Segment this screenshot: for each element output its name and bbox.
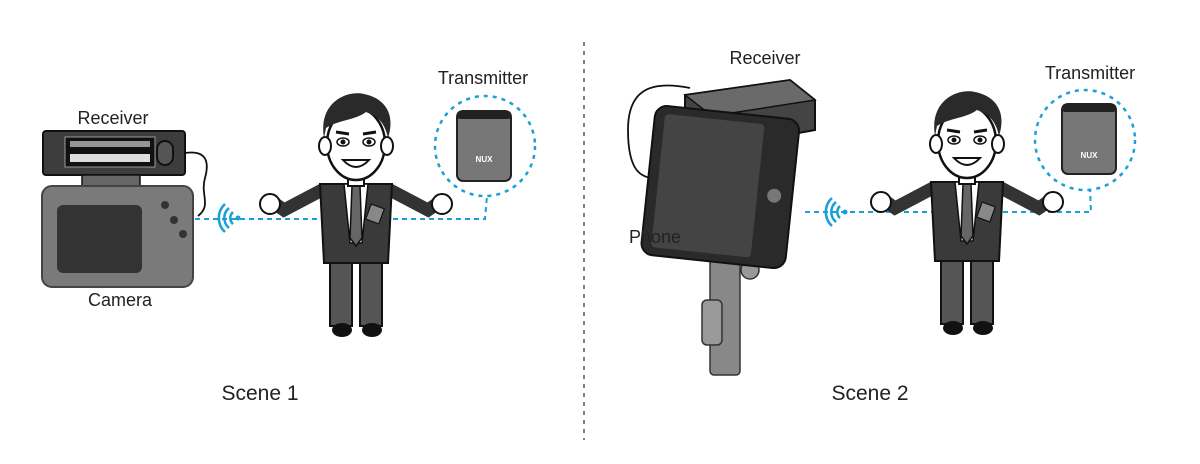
scene-2-title: Scene 2 bbox=[831, 382, 908, 405]
phone-label: Phone bbox=[629, 227, 681, 247]
cable bbox=[627, 84, 691, 180]
scene-2: Receiver Phone Transmitter NUX Scene 2 bbox=[627, 48, 1137, 405]
transmitter-icon-2: NUX bbox=[1033, 88, 1137, 192]
svg-text:NUX: NUX bbox=[1081, 151, 1099, 160]
tripod-icon bbox=[701, 239, 760, 376]
camera-label: Camera bbox=[88, 290, 153, 310]
receiver-label-2: Receiver bbox=[729, 48, 800, 68]
wireless-signal-icon-2 bbox=[824, 196, 849, 228]
receiver-label: Receiver bbox=[77, 108, 148, 128]
transmitter-label: Transmitter bbox=[438, 68, 528, 88]
phone-icon bbox=[640, 105, 801, 270]
signal-line bbox=[195, 195, 488, 220]
transmitter-icon: NUX bbox=[433, 94, 537, 198]
signal-line-2 bbox=[805, 189, 1093, 213]
scene-1: Receiver Camera Transmitter NUX bbox=[41, 68, 537, 405]
svg-text:NUX: NUX bbox=[476, 155, 494, 164]
scene-1-title: Scene 1 bbox=[221, 382, 298, 405]
camera-icon bbox=[41, 185, 194, 288]
camera-receiver-icon bbox=[42, 130, 208, 217]
presenter-figure bbox=[260, 93, 452, 337]
transmitter-label-2: Transmitter bbox=[1045, 63, 1135, 83]
presenter-figure-2 bbox=[871, 91, 1063, 335]
